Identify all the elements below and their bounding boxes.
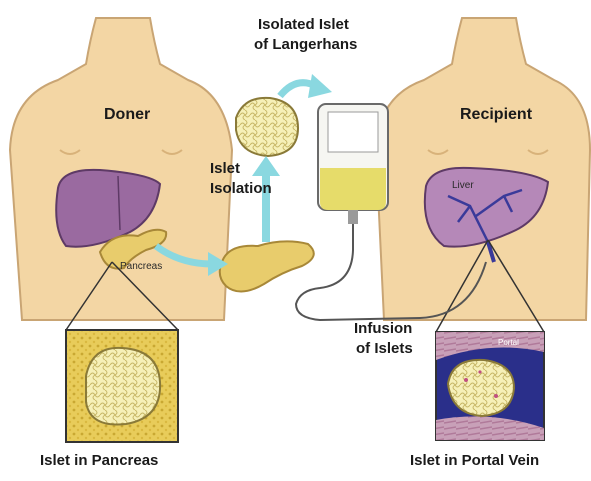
infusion-label-line2: of Islets xyxy=(356,340,413,357)
infusion-label-line1: Infusion xyxy=(354,320,412,337)
arrow-islet-to-bag xyxy=(280,74,332,98)
isolated-islet-label-line1: Isolated Islet xyxy=(258,16,349,33)
arrow-isolation-up xyxy=(252,156,280,242)
doner-torso xyxy=(10,18,232,320)
isolated-islet xyxy=(236,98,298,156)
islet-in-pancreas-caption: Islet in Pancreas xyxy=(40,452,158,469)
isolated-islet-label-line2: of Langerhans xyxy=(254,36,357,53)
iv-bag xyxy=(318,104,388,224)
portal-vein-inset-label: Portal xyxy=(498,338,519,347)
islet-in-pancreas-inset xyxy=(66,330,178,442)
islet-isolation-label-line2: Isolation xyxy=(210,180,272,197)
doner-label: Doner xyxy=(104,106,150,124)
islet-in-portal-vein-inset xyxy=(436,332,544,440)
liver-label: Liver xyxy=(452,180,474,192)
islet-isolation-label-line1: Islet xyxy=(210,160,240,177)
islet-in-portal-vein-caption: Islet in Portal Vein xyxy=(410,452,539,469)
removed-pancreas xyxy=(220,241,314,291)
recipient-label: Recipient xyxy=(460,106,532,124)
pancreas-label: Pancreas xyxy=(120,261,162,273)
